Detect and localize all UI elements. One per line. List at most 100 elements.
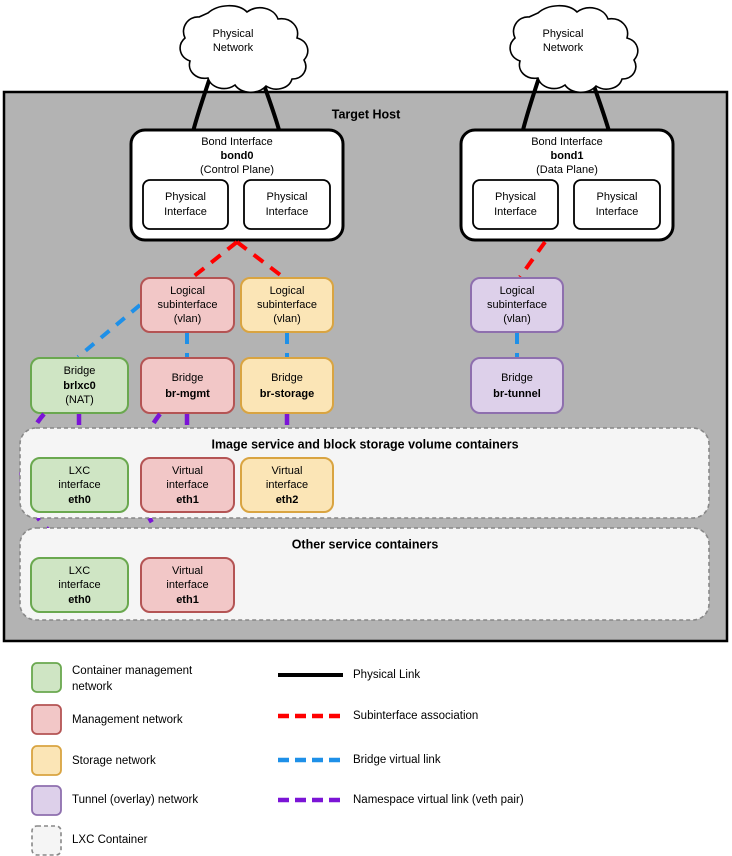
physical-interface-line1: Physical — [597, 191, 638, 203]
interface-name: eth0 — [68, 594, 91, 606]
interface-line2: interface — [166, 579, 208, 591]
legend-swatch — [31, 662, 62, 693]
container-title: Other service containers — [292, 537, 439, 551]
subif-link-bond0-mgmt — [191, 240, 239, 279]
subif-line3: (vlan) — [273, 313, 301, 325]
cloud-label-line1: Physical — [213, 28, 254, 40]
interface-line2: interface — [266, 479, 308, 491]
interface-line1: LXC — [69, 565, 90, 577]
subif-tunnel: Logical subinterface (vlan) — [470, 277, 564, 333]
legend-label-line1: LXC Container — [72, 834, 148, 846]
interface-name: eth1 — [176, 594, 199, 606]
legend-label-line1: Management network — [72, 714, 183, 726]
bridge-box — [140, 357, 235, 414]
bridge-link-brlxc0-trunk — [76, 303, 142, 359]
bond-name: bond0 — [221, 150, 254, 162]
page-title: Target Host — [332, 107, 401, 121]
interface-line1: LXC — [69, 465, 90, 477]
bond-role: (Control Plane) — [200, 164, 274, 176]
container-image-block: Image service and block storage volume c… — [19, 427, 710, 519]
bridge-line1: Bridge — [271, 372, 303, 384]
subif-mgmt: Logical subinterface (vlan) — [140, 277, 235, 333]
legend-line-label: Subinterface association — [353, 710, 478, 722]
legend-label-line1: Storage network — [72, 755, 156, 767]
physical-interface-line2: Interface — [266, 206, 309, 218]
bridge-box — [30, 357, 129, 414]
physical-interface-line2: Interface — [164, 206, 207, 218]
legend-swatches: Container management network Management … — [31, 662, 198, 856]
bond-right: Bond Interface bond1 (Data Plane) Physic… — [459, 128, 675, 242]
bridge-box — [470, 357, 564, 414]
bridge-name: br-mgmt — [165, 388, 210, 400]
legend-line-label: Bridge virtual link — [353, 754, 441, 766]
container-title: Image service and block storage volume c… — [211, 437, 518, 451]
legend-swatch — [31, 704, 62, 735]
cloud-shape — [509, 4, 639, 94]
bridge-line1: Bridge — [64, 365, 96, 377]
interface-line1: Virtual — [172, 565, 203, 577]
physical-interface-line1: Physical — [267, 191, 308, 203]
subif-storage: Logical subinterface (vlan) — [240, 277, 334, 333]
bridge-virtual-links — [76, 303, 519, 359]
subif-line3: (vlan) — [174, 313, 202, 325]
physical-interface-box — [472, 179, 559, 230]
subinterface-association-links — [191, 240, 547, 279]
subif-line2: subinterface — [158, 299, 218, 311]
bond-role: (Data Plane) — [536, 164, 598, 176]
subif-link-bond1-tunnel — [518, 240, 547, 279]
legend-label-line2: network — [72, 681, 113, 693]
interface-name: eth2 — [276, 494, 299, 506]
physical-interface-line1: Physical — [165, 191, 206, 203]
bridge-br-storage: Bridge br-storage — [240, 357, 334, 414]
physical-interface-line2: Interface — [596, 206, 639, 218]
interface-line2: interface — [58, 579, 100, 591]
bond-title: Bond Interface — [531, 136, 603, 148]
interface-box — [30, 457, 129, 513]
bridge-line1: Bridge — [501, 372, 533, 384]
interface-line2: interface — [58, 479, 100, 491]
subif-line1: Logical — [170, 285, 205, 297]
cloud-label-line2: Network — [543, 42, 584, 54]
legend-line-label: Physical Link — [353, 669, 420, 681]
subif-line3: (vlan) — [503, 313, 531, 325]
bridge-name: br-tunnel — [493, 388, 541, 400]
legend-line-label: Namespace virtual link (veth pair) — [353, 794, 524, 806]
bond-left: Bond Interface bond0 (Control Plane) Phy… — [129, 128, 345, 242]
subif-box — [140, 277, 235, 333]
physical-interface-box — [142, 179, 229, 230]
legend-label-line1: Container management — [72, 665, 193, 677]
cloud-right: Physical Network — [509, 4, 639, 94]
cloud-left: Physical Network — [179, 4, 309, 94]
bridge-brlxc0: Bridge brlxc0 (NAT) — [30, 357, 129, 414]
bridge-name: br-storage — [260, 388, 314, 400]
container-other-services: Other service containers LXC interface e… — [19, 527, 710, 621]
interface-box — [140, 557, 235, 613]
physical-interface-line1: Physical — [495, 191, 536, 203]
cloud-label-line2: Network — [213, 42, 254, 54]
interface-line1: Virtual — [272, 465, 303, 477]
physical-interface-line2: Interface — [494, 206, 537, 218]
interface-line2: interface — [166, 479, 208, 491]
legend-label-line1: Tunnel (overlay) network — [72, 794, 198, 806]
subif-line2: subinterface — [487, 299, 547, 311]
bridge-box — [240, 357, 334, 414]
subif-box — [240, 277, 334, 333]
cloud-shape — [179, 4, 309, 94]
bridge-br-tunnel: Bridge br-tunnel — [470, 357, 564, 414]
subif-line1: Logical — [270, 285, 305, 297]
interface-name: eth1 — [176, 494, 199, 506]
bridge-line3: (NAT) — [65, 394, 94, 406]
legend-swatch — [31, 745, 62, 776]
physical-interface-box — [243, 179, 331, 230]
subif-line1: Logical — [500, 285, 535, 297]
bond-name: bond1 — [551, 150, 584, 162]
interface-box — [240, 457, 334, 513]
interface-box — [30, 557, 129, 613]
interface-name: eth0 — [68, 494, 91, 506]
subif-box — [470, 277, 564, 333]
bridge-line1: Bridge — [172, 372, 204, 384]
interface-line1: Virtual — [172, 465, 203, 477]
legend-lines: Physical Link Subinterface association B… — [278, 669, 524, 806]
bond-title: Bond Interface — [201, 136, 273, 148]
